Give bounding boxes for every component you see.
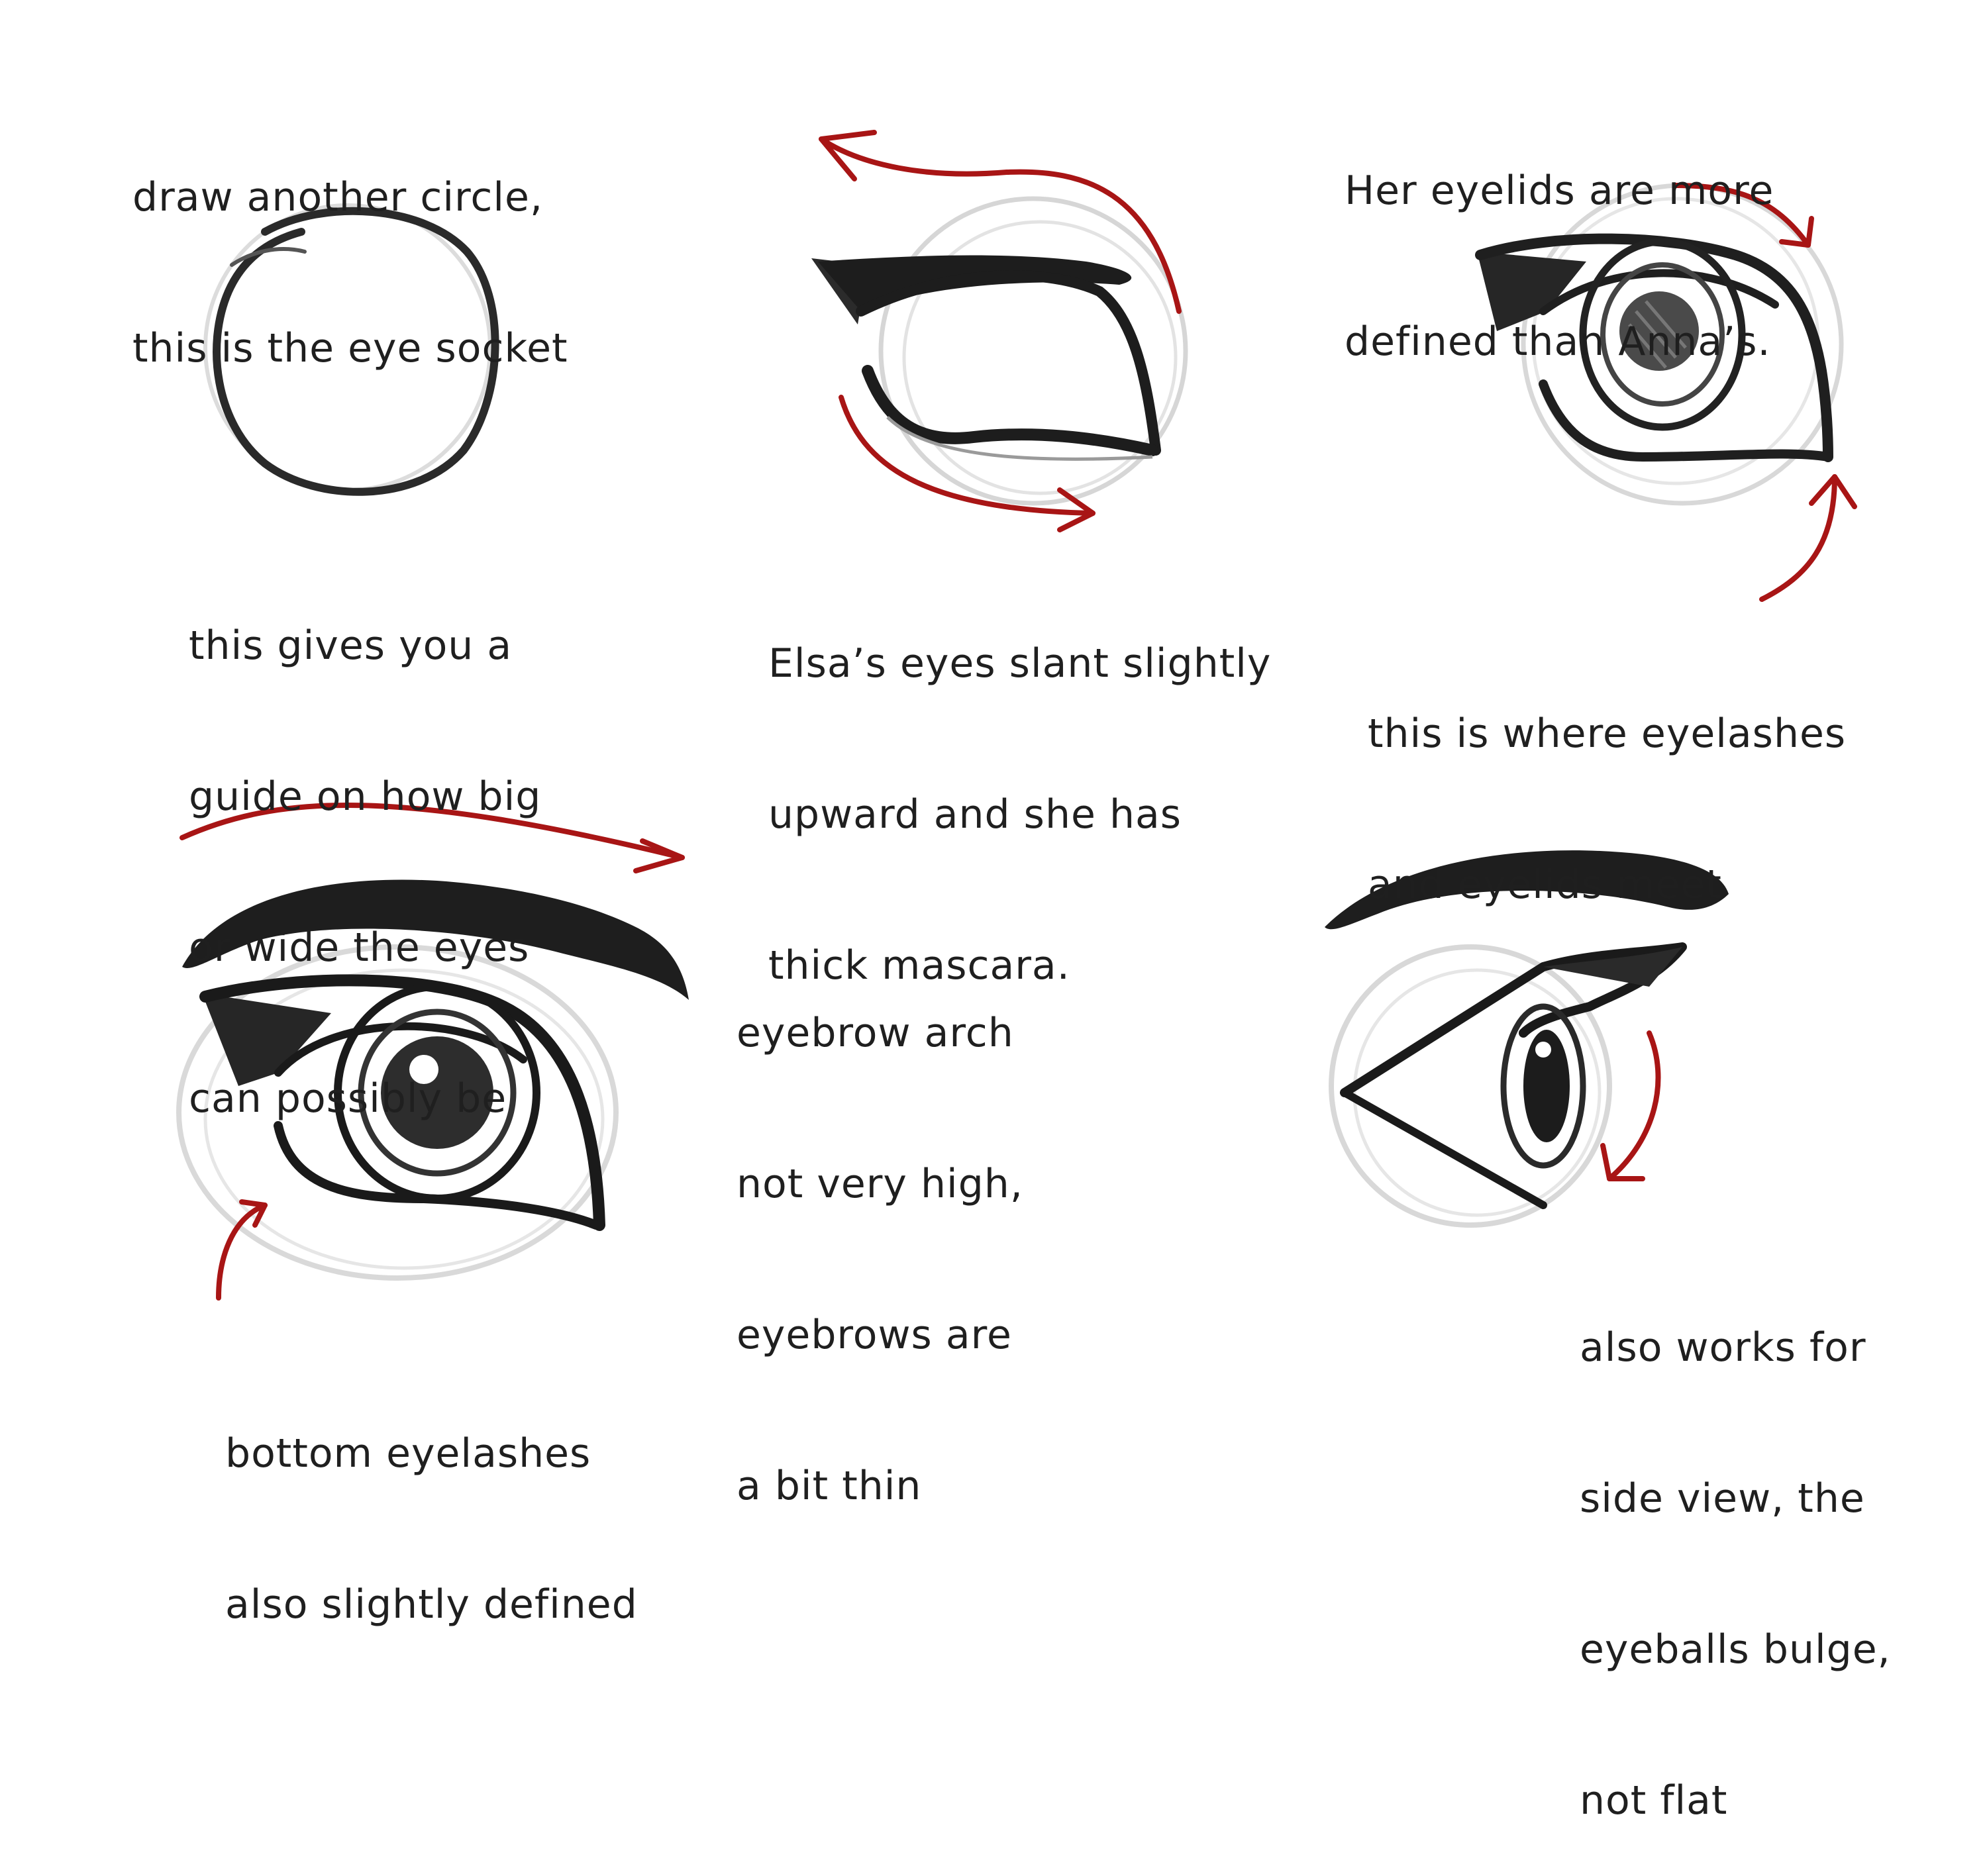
- arrow-eyelid-icon: [1673, 183, 1811, 248]
- socket-note: draw another circle, this is the eye soc…: [132, 72, 568, 424]
- note-line: this gives you a: [189, 622, 513, 669]
- arrowhead-icon: [1057, 487, 1095, 532]
- arrowhead-icon: [1600, 1143, 1645, 1181]
- arrow-meet-icon: [1759, 474, 1837, 602]
- bottom-note: bottom eyelashes also slightly defined: [225, 1328, 638, 1680]
- note-line: Her eyelids are more: [1345, 168, 1774, 214]
- side-view-eye-drawing: [1325, 850, 1729, 1228]
- note-line: not flat: [1580, 1777, 1728, 1824]
- note-line: and eyelids meet: [1368, 862, 1722, 908]
- slant-note: Elsa’s eyes slant slightly upward and sh…: [768, 538, 1271, 1041]
- note-line: draw another circle,: [132, 174, 544, 221]
- guide-note: this gives you a guide on how big or wid…: [189, 520, 541, 1174]
- note-line: side view, the: [1580, 1475, 1865, 1522]
- meet-note: this is where eyelashes and eyelids meet: [1368, 608, 1846, 960]
- note-line: guide on how big: [189, 773, 542, 820]
- note-line: defined than Anna’s.: [1345, 319, 1771, 365]
- note-line: not very high,: [737, 1161, 1023, 1207]
- note-line: bottom eyelashes: [225, 1430, 591, 1477]
- arrow-top-curve-icon: [819, 136, 1182, 314]
- drawings: [176, 130, 1857, 1301]
- note-line: a bit thin: [737, 1463, 922, 1509]
- front-eye-with-brow-drawing: [176, 879, 689, 1281]
- note-line: this is the eye socket: [132, 325, 568, 371]
- note-line: upward and she has: [768, 791, 1182, 838]
- socket-circle-drawing: [203, 203, 499, 496]
- note-line: also works for: [1580, 1324, 1866, 1371]
- arrow-bulge-icon: [1607, 1030, 1661, 1181]
- note-line: eyebrow arch: [737, 1010, 1014, 1056]
- arrowhead-icon: [1809, 474, 1857, 509]
- arrowhead-icon: [239, 1199, 268, 1228]
- arrow-brow-icon: [179, 803, 685, 860]
- note-line: thick mascara.: [768, 942, 1070, 989]
- note-line: eyebrows are: [737, 1312, 1012, 1358]
- arrowhead-icon: [633, 838, 685, 873]
- tutorial-sheet: draw another circle, this is the eye soc…: [132, 65, 1890, 1824]
- arrow-bottom-curve-icon: [839, 395, 1095, 516]
- note-line: can possibly be: [189, 1075, 507, 1122]
- arrowhead-icon: [1779, 216, 1814, 248]
- note-line: Elsa’s eyes slant slightly: [768, 640, 1272, 687]
- note-line: also slightly defined: [225, 1581, 638, 1628]
- note-line: eyeballs bulge,: [1580, 1626, 1891, 1673]
- slanted-eye-drawing: [811, 196, 1188, 506]
- arrowhead-icon: [819, 130, 877, 181]
- eyebrow-note: eyebrow arch not very high, eyebrows are…: [737, 907, 1023, 1561]
- note-line: this is where eyelashes: [1368, 711, 1847, 757]
- side-note: also works for side view, the eyeballs b…: [1580, 1222, 1891, 1876]
- arrow-bottom-lash-icon: [216, 1203, 268, 1301]
- note-line: or wide the eyes: [189, 924, 530, 971]
- eyelids-note: Her eyelids are more defined than Anna’s…: [1345, 65, 1774, 417]
